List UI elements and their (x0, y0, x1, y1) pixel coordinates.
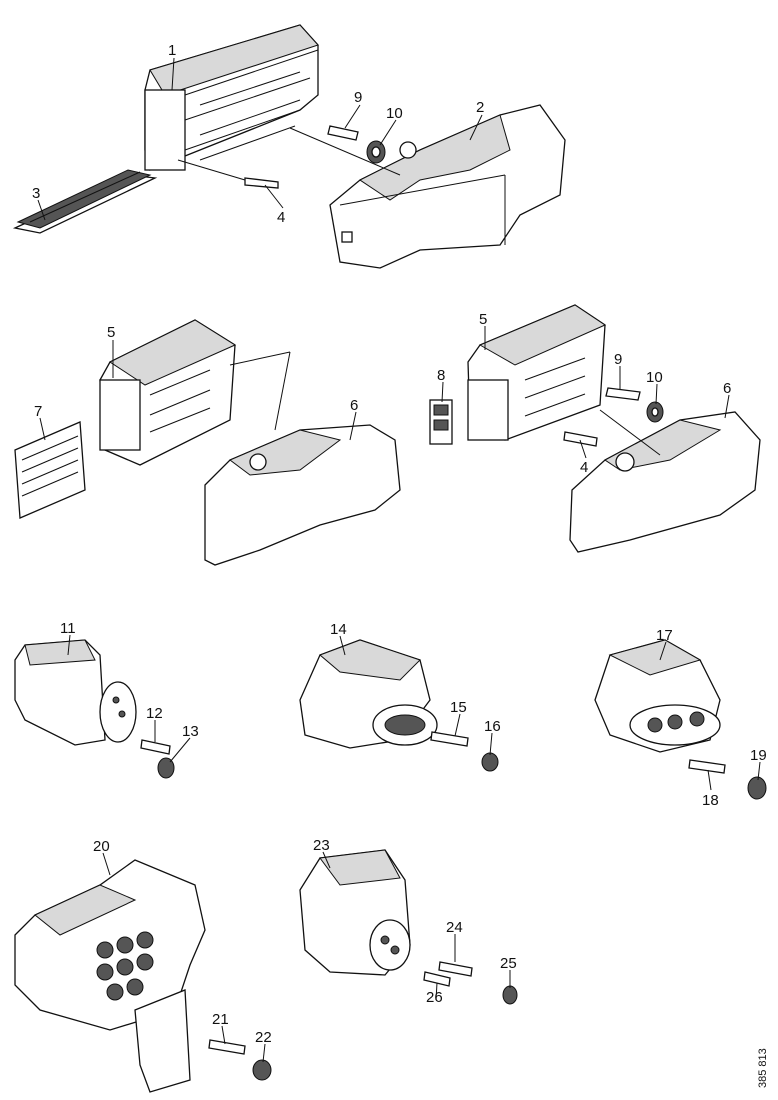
terminal-4 (177, 159, 279, 189)
connector-housing-1 (144, 24, 319, 171)
callout-10-right: 10 (646, 369, 663, 386)
terminal-9-right (605, 387, 641, 401)
seal-19 (747, 776, 767, 800)
cover-2 (329, 104, 566, 269)
callout-4-top: 4 (277, 209, 285, 226)
terminal-18 (688, 759, 726, 774)
connector-23 (299, 849, 411, 976)
callout-14: 14 (330, 621, 347, 638)
terminal-26 (423, 971, 451, 987)
callout-17: 17 (656, 627, 673, 644)
seal-plate-8 (429, 399, 453, 445)
connector-14 (299, 639, 438, 749)
callout-18: 18 (702, 792, 719, 809)
callout-5-left: 5 (107, 324, 115, 341)
callout-2: 2 (476, 99, 484, 116)
terminal-4-right (563, 431, 598, 447)
cover-6-right (569, 409, 761, 553)
callout-labels: 1 2 3 4 9 10 5 7 6 5 8 9 10 6 4 11 12 13… (32, 42, 767, 1046)
seal-25 (502, 985, 518, 1005)
callout-13: 13 (182, 723, 199, 740)
cover-6-left (204, 351, 401, 566)
callout-11: 11 (60, 620, 76, 637)
connector-20 (14, 859, 206, 1093)
connector-housing-5-right (467, 304, 607, 441)
callout-7: 7 (34, 403, 42, 420)
terminal-9 (327, 125, 359, 141)
callout-25: 25 (500, 955, 517, 972)
seal-16 (481, 752, 499, 772)
seal-22 (252, 1059, 272, 1081)
connector-17 (594, 639, 721, 753)
callout-6-right: 6 (723, 380, 731, 397)
terminal-15 (430, 731, 469, 747)
callout-9-top: 9 (354, 89, 362, 106)
callout-26: 26 (426, 989, 443, 1006)
callout-15: 15 (450, 699, 467, 716)
callout-4-right: 4 (580, 459, 588, 476)
terminal-12 (140, 739, 171, 755)
seal-13 (157, 757, 175, 779)
connector-11 (14, 639, 137, 746)
terminal-21 (208, 1039, 246, 1055)
callout-23: 23 (313, 837, 330, 854)
callout-19: 19 (750, 747, 767, 764)
callout-5-right: 5 (479, 311, 487, 328)
callout-22: 22 (255, 1029, 272, 1046)
callout-21: 21 (212, 1011, 229, 1028)
callout-12: 12 (146, 705, 163, 722)
figure-reference: 385 813 (757, 1048, 769, 1088)
leader-lines (37, 57, 761, 1063)
callout-1: 1 (168, 42, 176, 59)
seal-10 (366, 140, 386, 164)
callout-24: 24 (446, 919, 463, 936)
contact-comb-3 (12, 169, 158, 234)
assembly-line (289, 127, 401, 176)
callout-3: 3 (32, 185, 40, 202)
seal-10-right (646, 401, 664, 423)
callout-10-top: 10 (386, 105, 403, 122)
callout-6-left: 6 (350, 397, 358, 414)
terminal-24 (438, 961, 473, 977)
connector-housing-5-left (99, 319, 237, 466)
callout-9-right: 9 (614, 351, 622, 368)
callout-8: 8 (437, 367, 445, 384)
callout-16: 16 (484, 718, 501, 735)
callout-20: 20 (93, 838, 110, 855)
contact-comb-7 (14, 421, 86, 519)
